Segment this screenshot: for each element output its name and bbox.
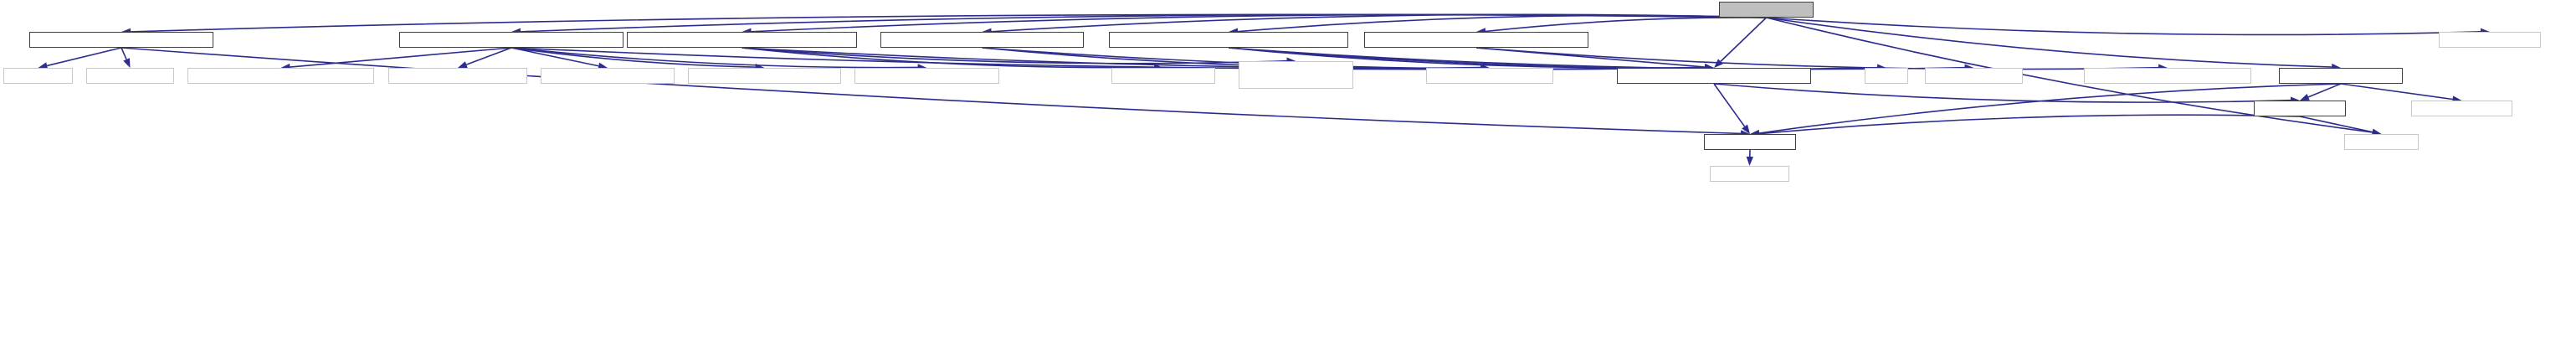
graph-edge-configuredialog_h-to-kmail_export (121, 47, 1742, 135)
graph-node-configureappearancepage[interactable] (1109, 32, 1348, 48)
graph-node-configuredialog_p[interactable] (1617, 68, 1811, 84)
graph-node-configuremiscpage[interactable] (880, 32, 1084, 48)
graph-arrowhead-configuresecuritypage-to-ui_smimeconf (598, 62, 608, 70)
graph-edge-configuredialog_h-to-qhideevent (47, 47, 122, 67)
graph-node-ui_secmdntab[interactable] (854, 68, 999, 84)
graph-node-kdemacros[interactable] (1710, 166, 1789, 182)
graph-edge-configuresecuritypage-to-ui_secgeneraltab (511, 47, 756, 68)
graph-node-identitypage[interactable] (2279, 68, 2403, 84)
graph-node-kcmodule[interactable] (2344, 134, 2419, 150)
graph-node-ui_smimeconf[interactable] (541, 68, 675, 84)
graph-edge-kcm_kmail-to-configuremiscpage (991, 13, 1767, 33)
graph-edge-identitypage-to-ui_identitypage (2340, 83, 2453, 101)
graph-node-ui_miscpagemaintab[interactable] (1426, 68, 1553, 84)
graph-node-configuredialog_h[interactable] (29, 32, 213, 48)
graph-arrowhead-configuresecuritypage-to-ui_warningconf (458, 61, 468, 69)
graph-arrowhead-configuredialog_p-to-kmail_export (1742, 124, 1750, 134)
graph-arrowhead-configuredialog_h-to-kcmultidialog (123, 58, 131, 68)
graph-arrowhead-configmodule-to-kcmodule (2371, 128, 2382, 136)
graph-edge-configmodule-to-kmail_export (1758, 114, 2301, 135)
graph-node-configuresecuritypage[interactable] (399, 32, 623, 48)
graph-node-configurecomposerpage[interactable] (627, 32, 857, 48)
graph-node-kcomponentdata[interactable] (2439, 32, 2541, 48)
graph-edge-configureappearancepage-to-qlistwidgetitem (1228, 47, 1965, 70)
graph-node-ui_composercrypto[interactable] (187, 68, 374, 84)
graph-edge-kcm_kmail-to-configuredialog_p (1720, 17, 1768, 62)
graph-edge-kcm_kmail-to-configureaccountpage (1485, 17, 1767, 33)
graph-edge-configuresecuritypage-to-ui_composercrypto (290, 47, 512, 68)
graph-edge-configuresecuritypage-to-ui_smimeconf (511, 47, 599, 67)
graph-edge-kcm_kmail-to-identitypage (1766, 17, 2332, 68)
graph-node-ui_identitypage[interactable] (2411, 101, 2512, 116)
graph-edge-configmodule-to-kcmodule (2299, 116, 2373, 133)
graph-edge-configuredialog_h-to-kcmultidialog (121, 47, 127, 60)
graph-edge-kcm_kmail-to-configurecomposerpage (751, 13, 1767, 33)
graph-edge-identitypage-to-configmodule (2307, 83, 2342, 98)
graph-arrowhead-configuredialog_h-to-qhideevent (38, 62, 49, 70)
graph-node-ui_secgeneraltab[interactable] (688, 68, 841, 84)
graph-node-kcm_kmail[interactable] (1719, 2, 1814, 18)
graph-node-kcmultidialog[interactable] (86, 68, 174, 84)
graph-node-tag_h[interactable] (1865, 68, 1908, 84)
graph-edge-kcm_kmail-to-kcmodule (1766, 17, 2373, 133)
graph-edge-kcm_kmail-to-configureappearancepage (1237, 14, 1767, 33)
graph-edge-configurecomposerpage-to-ui_customtemplates (741, 47, 1287, 64)
graph-node-config_enterprise[interactable] (1111, 68, 1215, 84)
graph-edge-kcm_kmail-to-kcomponentdata (1766, 17, 2481, 36)
graph-edge-configuresecuritypage-to-ui_warningconf (466, 47, 512, 65)
graph-node-configureaccountpage[interactable] (1364, 32, 1588, 48)
graph-node-kmail_export[interactable] (1704, 134, 1796, 150)
graph-arrowhead-identitypage-to-configmodule (2300, 93, 2310, 101)
graph-edge-configuredialog_p-to-kmail_export (1713, 83, 1746, 127)
graph-edge-identitypage-to-kmail_export (1758, 83, 2342, 134)
graph-node-configmodule[interactable] (2254, 101, 2346, 116)
graph-edge-configuresecuritypage-to-ui_secmdntab (511, 47, 918, 69)
graph-node-ui_warningconf[interactable] (388, 68, 527, 84)
graph-arrowhead-kmail_export-to-kdemacros (1746, 156, 1753, 166)
graph-edge-configuredialog_p-to-configmodule (1713, 83, 2291, 103)
graph-node-qlistwidgetitem[interactable] (1925, 68, 2023, 84)
graph-node-qhideevent[interactable] (3, 68, 73, 84)
graph-node-ui_customtemplates[interactable] (1239, 61, 1353, 89)
graph-edge-configureaccountpage-to-ui_accountsreceiving (1475, 47, 2159, 70)
graph-node-ui_accountsreceiving[interactable] (2084, 68, 2251, 84)
graph-edge-configurecomposerpage-to-config_enterprise (741, 47, 1155, 69)
